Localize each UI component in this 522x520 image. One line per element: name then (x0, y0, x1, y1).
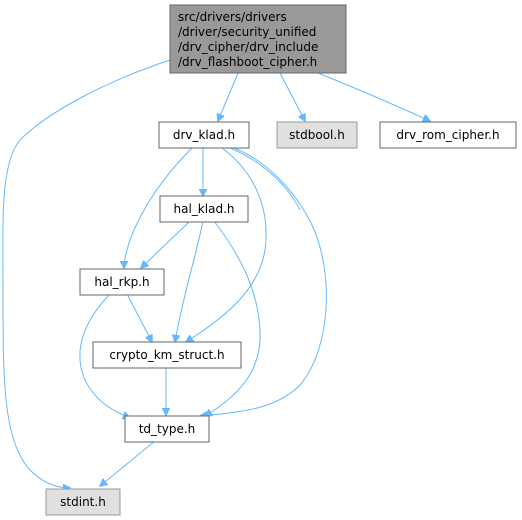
node-root[interactable]: src/drivers/drivers /driver/security_uni… (169, 4, 347, 74)
node-stdint-label: stdint.h (60, 495, 106, 509)
node-crypto-km-struct[interactable]: crypto_km_struct.h (92, 341, 242, 369)
edge-drv-klad-to-td-type-b (229, 147, 301, 211)
node-root-line-2: /driver/security_unified (178, 25, 316, 39)
edge-drv-klad-to-hal-rkp (124, 147, 193, 268)
node-td-type-label: td_type.h (139, 422, 196, 436)
edge-hal-klad-to-td-type (205, 220, 261, 416)
edge-drv-klad-to-td-type (200, 147, 327, 416)
edge-root-to-drv-rom-cipher (317, 72, 430, 121)
edges (2, 59, 430, 488)
node-hal-rkp-label: hal_rkp.h (94, 275, 149, 289)
node-root-line-3: /drv_cipher/drv_include (178, 40, 318, 54)
edge-drv-klad-to-crypto-km-struct (186, 147, 267, 342)
node-drv-rom-cipher-label: drv_rom_cipher.h (396, 128, 499, 142)
edge-root-to-stdint (2, 59, 171, 488)
node-crypto-km-struct-label: crypto_km_struct.h (109, 348, 224, 362)
edge-hal-klad-to-hal-rkp (141, 220, 191, 268)
edge-hal-rkp-to-crypto-km-struct (126, 293, 152, 342)
node-drv-klad-label: drv_klad.h (173, 128, 235, 142)
edge-td-type-to-stdint (100, 440, 156, 486)
node-root-line-4: /drv_flashboot_cipher.h (178, 55, 317, 69)
node-hal-klad[interactable]: hal_klad.h (159, 195, 249, 223)
node-stdbool-label: stdbool.h (289, 128, 345, 142)
node-drv-rom-cipher[interactable]: drv_rom_cipher.h (379, 121, 517, 149)
edge-hal-klad-to-crypto-km-struct (175, 220, 204, 342)
node-root-line-1: src/drivers/drivers (178, 10, 287, 24)
node-hal-klad-label: hal_klad.h (174, 202, 235, 216)
node-td-type[interactable]: td_type.h (124, 415, 210, 443)
node-hal-rkp[interactable]: hal_rkp.h (79, 268, 165, 296)
edge-root-to-stdbool (279, 72, 305, 121)
edge-hal-rkp-to-td-type (79, 293, 130, 418)
edge-root-to-drv-klad (218, 72, 239, 121)
node-stdint[interactable]: stdint.h (45, 488, 121, 516)
node-stdbool[interactable]: stdbool.h (276, 121, 358, 149)
node-drv-klad[interactable]: drv_klad.h (158, 121, 250, 149)
